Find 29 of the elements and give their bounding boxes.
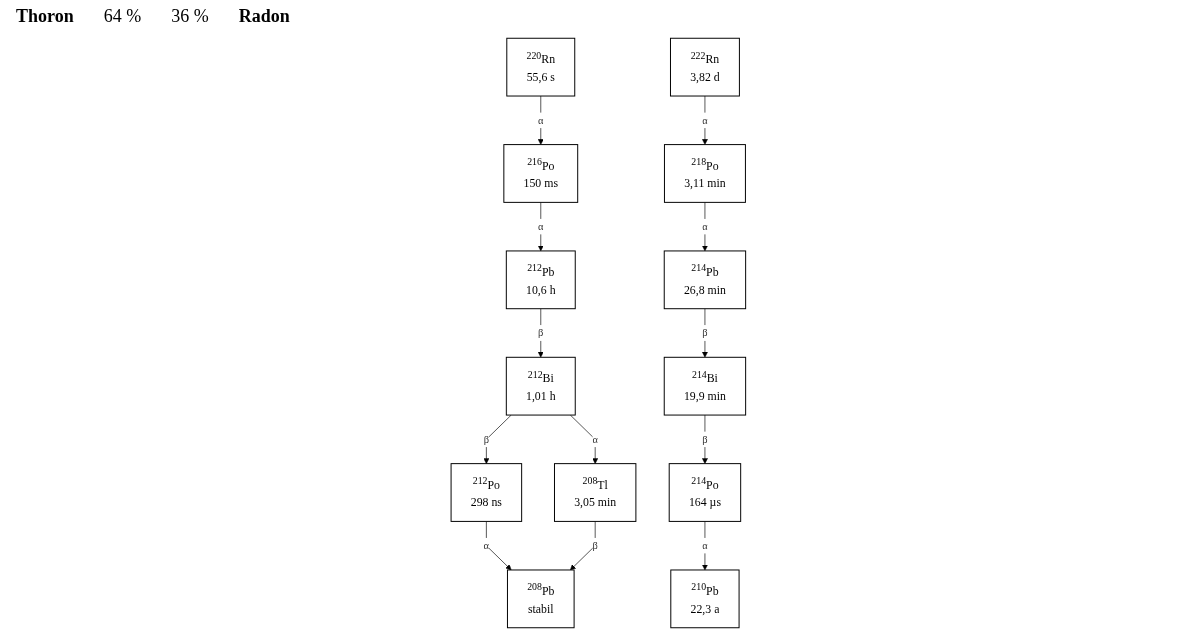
branch-percentage: 64 % [103, 6, 142, 27]
node-box: $^{222}$Rn 3,82 d [670, 37, 741, 97]
node-box: $^{210}$Pb 22,3 a [670, 569, 740, 629]
edge-label: β [592, 539, 598, 551]
edge-label: α [483, 539, 490, 551]
node-box: $^{214}$Bi 19,9 min [663, 356, 747, 416]
edge-label: β [538, 327, 544, 339]
node-box: $^{208}$Tl 3,05 min [554, 463, 637, 522]
node-box: $^{212}$Bi 1,01 h [505, 356, 576, 416]
node-box: $^{208}$Pb stabil [507, 569, 575, 629]
edge-label: α [702, 220, 708, 232]
node-box: $^{212}$Po 298 ns [450, 463, 523, 522]
edge-label: β [702, 327, 708, 339]
node-box: $^{220}$Rn 55,6 s [506, 37, 576, 97]
edge-label: α [702, 539, 708, 551]
edge-label: β [702, 433, 708, 445]
node-box: $^{218}$Po 3,11 min [664, 144, 747, 203]
node-box: $^{214}$Pb 26,8 min [663, 250, 747, 310]
edge-label: α [592, 433, 599, 445]
edge-label: α [702, 114, 708, 126]
edge-label: α [538, 220, 544, 232]
node-box: $^{214}$Po 164 µs [668, 463, 742, 522]
chain-heading: Thoron [16, 6, 74, 27]
branch-percentage: 36 % [171, 6, 209, 27]
node-box: $^{216}$Po 150 ms [503, 144, 579, 203]
edge-label: α [538, 114, 544, 126]
edge-label: β [483, 433, 490, 445]
chain-heading: Radon [238, 6, 290, 27]
node-box: $^{212}$Pb 10,6 h [505, 250, 576, 310]
